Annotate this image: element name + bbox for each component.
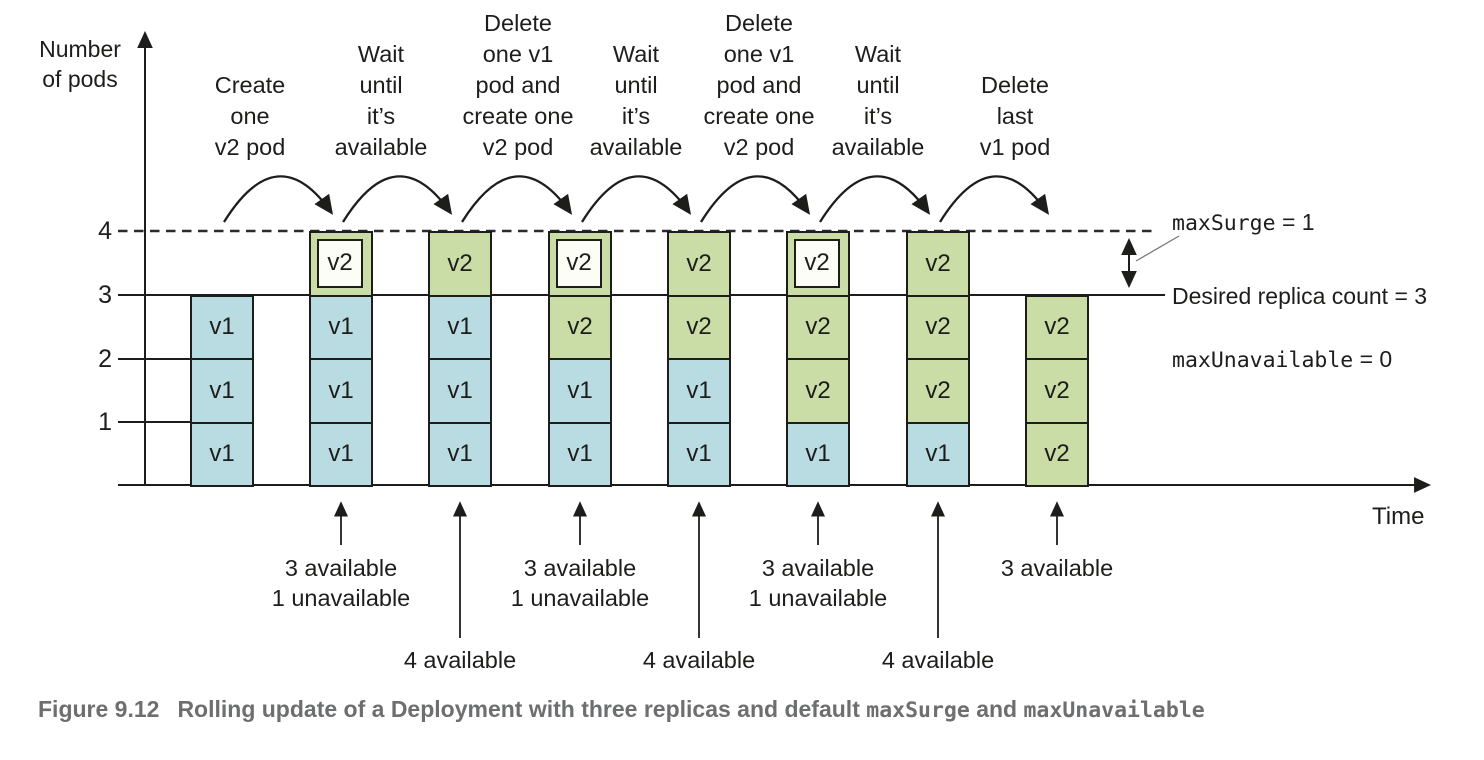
caption-code-max-surge: maxSurge xyxy=(866,698,970,723)
step-label: Delete one v1 pod and create one v2 pod xyxy=(703,10,815,160)
pod-box-v2: v2 xyxy=(786,358,850,424)
step-arc xyxy=(819,175,931,223)
caption-body-1: Rolling update of a Deployment with thre… xyxy=(177,696,867,722)
leader-line xyxy=(1135,235,1180,262)
y-axis-title: Number of pods xyxy=(39,36,121,92)
pod-box-creating-inner: v2 xyxy=(556,239,602,288)
pod-box-v2: v2 xyxy=(1025,294,1089,360)
y-tick-label: 4 xyxy=(98,217,112,245)
availability-label: 4 available xyxy=(403,647,517,673)
availability-label: 3 available 1 unavailable xyxy=(271,555,411,611)
pod-box-v1: v1 xyxy=(667,358,731,424)
pod-box-v2-creating: v2 xyxy=(786,231,850,297)
y-tick-label: 3 xyxy=(98,281,112,309)
pod-box-v2: v2 xyxy=(786,294,850,360)
caption-code-max-unavailable: maxUnavailable xyxy=(1023,698,1205,723)
pod-box-v2: v2 xyxy=(428,231,492,297)
figure-number: Figure 9.12 xyxy=(38,696,160,722)
pod-box-v1: v1 xyxy=(428,421,492,487)
max-surge-value: = 1 xyxy=(1275,209,1315,235)
pod-box-v1: v1 xyxy=(190,421,254,487)
pod-box-v1: v1 xyxy=(428,358,492,424)
step-arc xyxy=(461,175,573,223)
step-label: Wait until it’s available xyxy=(589,41,683,160)
max-surge-code: maxSurge xyxy=(1172,211,1276,236)
y-tick-label: 1 xyxy=(98,408,112,436)
step-label: Wait until it’s available xyxy=(831,41,925,160)
pod-box-v1: v1 xyxy=(548,358,612,424)
pod-box-v2-creating: v2 xyxy=(548,231,612,297)
pod-box-creating-inner: v2 xyxy=(794,239,840,288)
step-arc xyxy=(223,175,334,223)
pod-box-v1: v1 xyxy=(428,294,492,360)
pod-box-v2: v2 xyxy=(906,231,970,297)
step-label: Create one v2 pod xyxy=(214,72,286,160)
pod-box-v1: v1 xyxy=(906,421,970,487)
pod-box-v1: v1 xyxy=(309,421,373,487)
step-arc xyxy=(939,175,1050,223)
pod-box-v2: v2 xyxy=(548,294,612,360)
availability-label: 3 available 1 unavailable xyxy=(510,555,650,611)
step-arc xyxy=(581,175,692,223)
availability-label: 4 available xyxy=(881,647,995,673)
pod-box-v1: v1 xyxy=(786,421,850,487)
desired-replica-label: Desired replica count = 3 xyxy=(1172,283,1428,309)
pod-box-creating-inner: v2 xyxy=(317,239,363,288)
max-unavailable-value: = 0 xyxy=(1353,346,1393,372)
pod-box-v1: v1 xyxy=(190,294,254,360)
pod-box-v1: v1 xyxy=(190,358,254,424)
pod-box-v1: v1 xyxy=(309,294,373,360)
pod-box-v2-creating: v2 xyxy=(309,231,373,297)
availability-label: 3 available 1 unavailable xyxy=(748,555,888,611)
step-arc xyxy=(700,175,811,223)
figure-caption: Figure 9.12 Rolling update of a Deploymen… xyxy=(38,696,1468,723)
pod-box-v2: v2 xyxy=(906,294,970,360)
step-label: Wait until it’s available xyxy=(334,41,428,160)
pod-box-v1: v1 xyxy=(548,421,612,487)
pod-box-v2: v2 xyxy=(1025,421,1089,487)
pod-box-v2: v2 xyxy=(906,358,970,424)
caption-body-2: and xyxy=(969,696,1024,722)
availability-label: 4 available xyxy=(642,647,756,673)
pod-box-v2: v2 xyxy=(667,294,731,360)
pod-box-v1: v1 xyxy=(309,358,373,424)
step-label: Delete last v1 pod xyxy=(979,72,1051,160)
pod-box-v2: v2 xyxy=(667,231,731,297)
x-axis-title: Time xyxy=(1372,503,1425,530)
step-label: Delete one v1 pod and create one v2 pod xyxy=(462,10,574,160)
availability-label: 3 available xyxy=(1000,555,1114,581)
step-arc xyxy=(342,175,453,223)
pod-box-v1: v1 xyxy=(667,421,731,487)
y-tick-label: 2 xyxy=(98,345,112,373)
max-unavailable-label: maxUnavailable = 0 xyxy=(1172,346,1392,374)
pod-box-v2: v2 xyxy=(1025,358,1089,424)
max-surge-label: maxSurge = 1 xyxy=(1172,209,1315,237)
max-unavailable-code: maxUnavailable xyxy=(1172,348,1354,373)
